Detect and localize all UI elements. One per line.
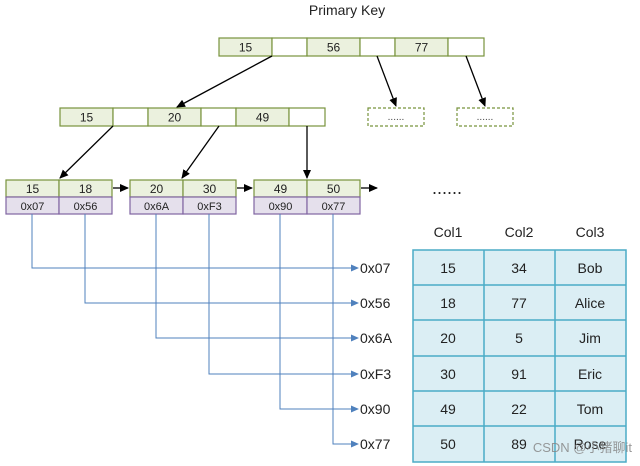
- row-address: 0x77: [360, 436, 391, 452]
- leaf-key: 30: [203, 182, 217, 196]
- placeholder-node: ......: [367, 107, 425, 127]
- ref-line-0x77: [332, 214, 359, 448]
- ref-line-0x90: [279, 214, 359, 413]
- row-address: 0x56: [360, 295, 391, 311]
- placeholder-dots: ......: [388, 112, 405, 123]
- inner-key: 49: [256, 111, 270, 125]
- table-cell: 22: [511, 401, 527, 417]
- watermark: CSDN @小猪聊it: [533, 440, 633, 455]
- table-cell: Bob: [578, 260, 603, 276]
- table-header: Col3: [576, 224, 605, 240]
- data-table: Col1 Col2 Col3 15 34 Bob 18 77 Alice 20 …: [412, 224, 627, 463]
- table-cell: Tom: [577, 401, 603, 417]
- table-header: Col1: [434, 224, 463, 240]
- table-row: 50 89 Rose: [440, 436, 606, 452]
- table-row: 18 77 Alice: [440, 295, 605, 311]
- table-cell: 34: [511, 260, 527, 276]
- table-header: Col2: [505, 224, 534, 240]
- inner-key: 15: [80, 111, 94, 125]
- row-address: 0x90: [360, 401, 391, 417]
- table-cell: 5: [515, 330, 523, 346]
- arrow-root-to-placeholder: [465, 55, 486, 107]
- leaf-node: 15 18 0x07 0x56: [5, 179, 113, 215]
- table-cell: Jim: [579, 330, 601, 346]
- table-cell: 91: [511, 366, 527, 382]
- leaf-node: 49 50 0x90 0x77: [253, 179, 361, 215]
- tree-arrows: [59, 55, 486, 192]
- arrow-root-to-placeholder: [376, 55, 397, 107]
- leaf-key: 15: [26, 182, 40, 196]
- placeholder-dots: ......: [477, 112, 494, 123]
- diagram-title: Primary Key: [309, 2, 385, 18]
- table-cell: 89: [511, 436, 527, 452]
- leaf-key: 18: [79, 182, 93, 196]
- table-cell: Eric: [578, 366, 602, 382]
- ref-line-0xF3: [208, 214, 359, 378]
- leaf-pointer: 0x6A: [144, 201, 170, 213]
- ref-line-0x56: [84, 214, 359, 307]
- leaf-node: 20 30 0x6A 0xF3: [129, 179, 237, 215]
- more-leaves-dots: ......: [432, 178, 462, 198]
- leaf-pointer: 0x56: [74, 201, 98, 213]
- inner-node: 15 20 49: [59, 107, 326, 127]
- table-cell: Alice: [575, 295, 606, 311]
- leaf-key: 50: [327, 182, 341, 196]
- root-key: 15: [239, 41, 253, 55]
- table-cell: Rose: [574, 436, 607, 452]
- leaf-pointer: 0x07: [21, 201, 45, 213]
- leaf-key: 20: [150, 182, 164, 196]
- row-address: 0x6A: [360, 330, 393, 346]
- table-row: 49 22 Tom: [440, 401, 603, 417]
- arrow-root-to-inner: [176, 55, 273, 108]
- table-cell: 18: [440, 295, 456, 311]
- arrow-inner-to-leaf: [181, 125, 220, 179]
- leaf-pointer: 0xF3: [197, 201, 221, 213]
- ref-line-0x6A: [155, 214, 359, 342]
- inner-key: 20: [168, 111, 182, 125]
- table-row: 20 5 Jim: [440, 330, 601, 346]
- table-cell: 49: [440, 401, 456, 417]
- table-cell: 77: [511, 295, 527, 311]
- leaf-pointer: 0x77: [322, 201, 346, 213]
- root-key: 77: [415, 41, 429, 55]
- root-key: 56: [327, 41, 341, 55]
- table-row: 15 34 Bob: [440, 260, 602, 276]
- row-addresses: 0x07 0x56 0x6A 0xF3 0x90 0x77: [360, 260, 393, 452]
- placeholder-node: ......: [456, 107, 514, 127]
- table-cell: 50: [440, 436, 456, 452]
- row-address: 0x07: [360, 260, 391, 276]
- row-reference-lines: [31, 214, 359, 448]
- table-cell: 20: [440, 330, 456, 346]
- root-node: 15 56 77: [218, 37, 485, 57]
- leaf-key: 49: [274, 182, 288, 196]
- table-row: 30 91 Eric: [440, 366, 602, 382]
- ref-line-0x07: [31, 214, 359, 272]
- table-cell: 30: [440, 366, 456, 382]
- leaf-pointer: 0x90: [269, 201, 293, 213]
- row-address: 0xF3: [360, 366, 391, 382]
- arrow-inner-to-leaf: [59, 125, 114, 179]
- table-cell: 15: [440, 260, 456, 276]
